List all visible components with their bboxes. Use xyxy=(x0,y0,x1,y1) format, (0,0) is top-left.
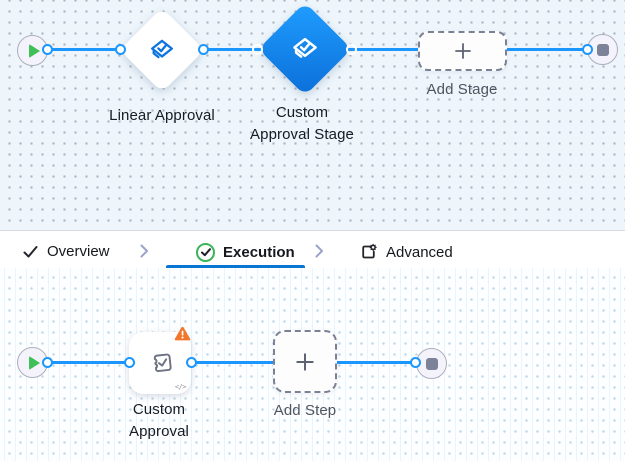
add-stage-label: Add Stage xyxy=(426,81,498,98)
stage-config-tabbar: Overview Execution Advanced xyxy=(0,230,625,268)
port[interactable] xyxy=(42,357,53,368)
port[interactable] xyxy=(346,44,357,55)
end-node[interactable] xyxy=(416,348,447,379)
stage-node-custom-approval-selected[interactable] xyxy=(258,2,352,96)
stage-label-custom-approval: Custom Approval Stage xyxy=(250,104,354,143)
approval-diamond-check-icon xyxy=(149,37,176,64)
code-indicator-icon: </> xyxy=(174,383,187,391)
active-tab-underline xyxy=(166,265,305,268)
check-icon xyxy=(23,245,38,257)
add-step-label: Add Step xyxy=(273,402,337,419)
tab-overview-label: Overview xyxy=(47,243,110,260)
play-icon xyxy=(28,43,40,58)
tab-execution-label: Execution xyxy=(223,244,295,261)
port[interactable] xyxy=(582,44,593,55)
port[interactable] xyxy=(410,357,421,368)
tab-execution[interactable]: Execution xyxy=(196,243,295,262)
plus-icon xyxy=(296,352,314,371)
success-circle-icon xyxy=(196,243,215,262)
warning-triangle-icon xyxy=(174,326,191,341)
play-icon xyxy=(28,355,40,370)
tab-advanced[interactable]: Advanced xyxy=(359,243,453,261)
port[interactable] xyxy=(198,44,209,55)
tab-overview[interactable]: Overview xyxy=(22,243,110,260)
stage-canvas[interactable]: Linear Approval Custom Approval Stage Ad… xyxy=(0,0,625,230)
stage-label-linear-approval: Linear Approval xyxy=(109,107,215,124)
step-node-custom-approval[interactable]: </> xyxy=(129,326,191,394)
port[interactable] xyxy=(124,357,135,368)
plus-icon xyxy=(454,43,471,59)
stop-icon xyxy=(425,357,438,370)
step-label-custom-approval: Custom Approval xyxy=(128,401,189,440)
chevron-right-icon xyxy=(315,244,323,258)
step-canvas[interactable]: </> Custom Approval Add Step xyxy=(0,268,625,461)
tab-advanced-label: Advanced xyxy=(386,243,453,261)
add-stage-button[interactable] xyxy=(418,31,507,71)
add-step-button[interactable] xyxy=(273,330,337,393)
port[interactable] xyxy=(186,357,197,368)
stop-icon xyxy=(596,43,609,56)
step-connector-line xyxy=(46,361,418,364)
page-gear-icon xyxy=(362,243,377,259)
port[interactable] xyxy=(115,44,126,55)
chevron-right-icon xyxy=(140,244,148,258)
approval-stamp-check-icon xyxy=(153,353,172,372)
start-node[interactable] xyxy=(17,35,48,66)
port[interactable] xyxy=(42,44,53,55)
approval-diamond-check-icon xyxy=(291,35,320,64)
stage-node-linear-approval[interactable] xyxy=(119,7,205,93)
port[interactable] xyxy=(252,44,263,55)
